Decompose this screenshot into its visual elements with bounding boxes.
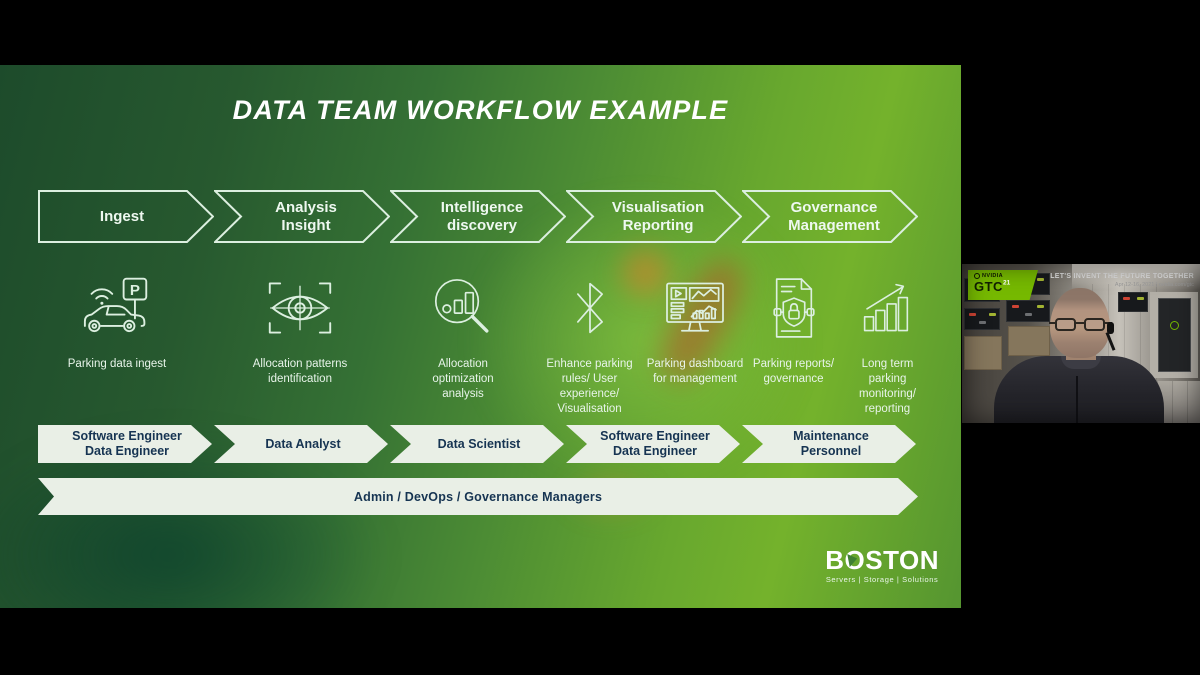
role-data-analyst: Data Analyst bbox=[214, 425, 388, 463]
door bbox=[1158, 298, 1191, 372]
speaker-person bbox=[962, 264, 1200, 423]
glasses-right-lens-icon bbox=[1084, 318, 1105, 331]
activity-caption: Allocation patterns identification bbox=[252, 358, 348, 385]
role-data-scientist: Data Scientist bbox=[390, 425, 564, 463]
activity-caption: Parking data ingest bbox=[67, 358, 167, 370]
role-software-data-engineer-2: Software Engineer Data Engineer bbox=[566, 425, 740, 463]
chevron-outline-icon bbox=[742, 190, 918, 243]
gtc-year: 21 bbox=[1002, 279, 1011, 287]
role-label: Data Scientist bbox=[437, 436, 521, 451]
activity-long-term-monitoring: Long term parking monitoring/ reporting bbox=[841, 265, 934, 417]
nvidia-gtc-badge: NVIDIA GTC21 bbox=[968, 270, 1038, 300]
boston-logo-text: BOSTON bbox=[825, 547, 939, 573]
parking-car-icon: P bbox=[79, 265, 155, 351]
presentation-slide: DATA TEAM WORKFLOW EXAMPLE Ingest Analys… bbox=[0, 65, 961, 608]
activity-allocation-patterns: Allocation patterns identification bbox=[209, 265, 391, 417]
activity-caption: Allocation optimization analysis bbox=[432, 358, 494, 400]
boston-runner-icon bbox=[847, 554, 858, 567]
workflow-stage-governance-management: Governance Management bbox=[742, 190, 918, 243]
magnifier-chart-icon bbox=[429, 265, 497, 351]
glasses-left-lens-icon bbox=[1055, 318, 1076, 331]
stage-label: Intelligence discovery bbox=[440, 198, 524, 234]
stage-label: Governance Management bbox=[788, 198, 880, 234]
crate bbox=[964, 336, 1002, 370]
corridor-ceiling bbox=[1072, 264, 1200, 290]
gtc-label: GTC21 bbox=[974, 279, 1032, 295]
nvidia-eye-icon bbox=[1170, 321, 1179, 330]
role-software-data-engineer-1: Software Engineer Data Engineer bbox=[38, 425, 212, 463]
server-rack bbox=[1006, 300, 1050, 322]
role-label: Software Engineer Data Engineer bbox=[600, 429, 710, 458]
workflow-stage-ingest: Ingest bbox=[38, 190, 214, 243]
slide-title: DATA TEAM WORKFLOW EXAMPLE bbox=[232, 95, 729, 125]
workflow-stage-intelligence-discovery: Intelligence discovery bbox=[390, 190, 566, 243]
activity-parking-dashboard: Parking dashboard for management bbox=[644, 265, 746, 417]
shared-roles-banner: Admin / DevOps / Governance Managers bbox=[38, 478, 918, 515]
server-rack bbox=[1118, 292, 1148, 312]
nvidia-logo-row: NVIDIA bbox=[974, 273, 1032, 279]
activity-parking-data-ingest: P Parking data ingest bbox=[25, 265, 209, 417]
activity-caption: Parking reports/ governance bbox=[752, 358, 835, 385]
workflow-stage-analysis-insight: Analysis Insight bbox=[214, 190, 390, 243]
glasses-bridge-icon bbox=[1076, 322, 1084, 324]
stage-label: Ingest bbox=[99, 207, 145, 225]
event-tagline: LET'S INVENT THE FUTURE TOGETHER bbox=[1050, 273, 1194, 280]
stage-label: Visualisation Reporting bbox=[611, 198, 705, 234]
roles-row: Software Engineer Data Engineer Data Ana… bbox=[38, 425, 916, 463]
headset-earcup-icon bbox=[1107, 322, 1114, 334]
activity-caption: Long term parking monitoring/ reporting bbox=[859, 358, 916, 415]
svg-text:P: P bbox=[130, 282, 140, 299]
boston-wordmark: BOSTON bbox=[825, 545, 939, 575]
jacket-zipper bbox=[1076, 376, 1078, 423]
server-rack bbox=[964, 308, 1000, 330]
role-label: Maintenance Personnel bbox=[793, 429, 869, 458]
boston-logo: BOSTON Servers | Storage | Solutions bbox=[825, 547, 939, 584]
speaker-webcam: NVIDIA GTC21 LET'S INVENT THE FUTURE TOG… bbox=[962, 264, 1200, 423]
boston-tagline: Servers | Storage | Solutions bbox=[825, 575, 939, 584]
role-label: Data Analyst bbox=[265, 436, 341, 451]
activity-caption: Parking dashboard for management bbox=[646, 358, 744, 385]
dashboard-monitor-icon bbox=[660, 265, 730, 351]
activity-enhance-parking-rules: Enhance parking rules/ User experience/ … bbox=[535, 265, 644, 417]
chevron-outline-icon bbox=[214, 190, 390, 243]
bluetooth-icon bbox=[570, 265, 610, 351]
chevron-outline-icon bbox=[390, 190, 566, 243]
webcam-vignette bbox=[962, 264, 1200, 423]
chevron-outline-icon bbox=[38, 190, 214, 243]
event-subtitle: Apr 12-16, 2021 | nvidia.com/gtc bbox=[1114, 282, 1194, 288]
activity-parking-reports: Parking reports/ governance bbox=[746, 265, 841, 417]
eye-scan-icon bbox=[262, 265, 338, 351]
glasses-temple-left bbox=[1049, 322, 1056, 324]
crate bbox=[1008, 326, 1050, 356]
workflow-stage-visualisation-reporting: Visualisation Reporting bbox=[566, 190, 742, 243]
activity-allocation-optimization: Allocation optimization analysis bbox=[391, 265, 535, 417]
chevron-outline-icon bbox=[566, 190, 742, 243]
workflow-stages-row: Ingest Analysis Insight Intelligence dis… bbox=[38, 190, 918, 243]
shared-roles-label: Admin / DevOps / Governance Managers bbox=[353, 489, 603, 504]
event-tagline-block: LET'S INVENT THE FUTURE TOGETHER Apr 12-… bbox=[1050, 273, 1194, 288]
nvidia-eye-icon bbox=[974, 273, 980, 279]
gtc-wordmark: GTC bbox=[974, 279, 1003, 294]
activities-row: P Parking data ingest bbox=[25, 265, 934, 417]
secure-report-icon bbox=[764, 265, 824, 351]
role-maintenance-personnel: Maintenance Personnel bbox=[742, 425, 916, 463]
nvidia-wordmark: NVIDIA bbox=[982, 273, 1004, 279]
role-label: Software Engineer Data Engineer bbox=[72, 429, 182, 458]
stage-label: Analysis Insight bbox=[275, 198, 337, 234]
growth-chart-icon bbox=[859, 265, 917, 351]
activity-caption: Enhance parking rules/ User experience/ … bbox=[546, 358, 633, 415]
